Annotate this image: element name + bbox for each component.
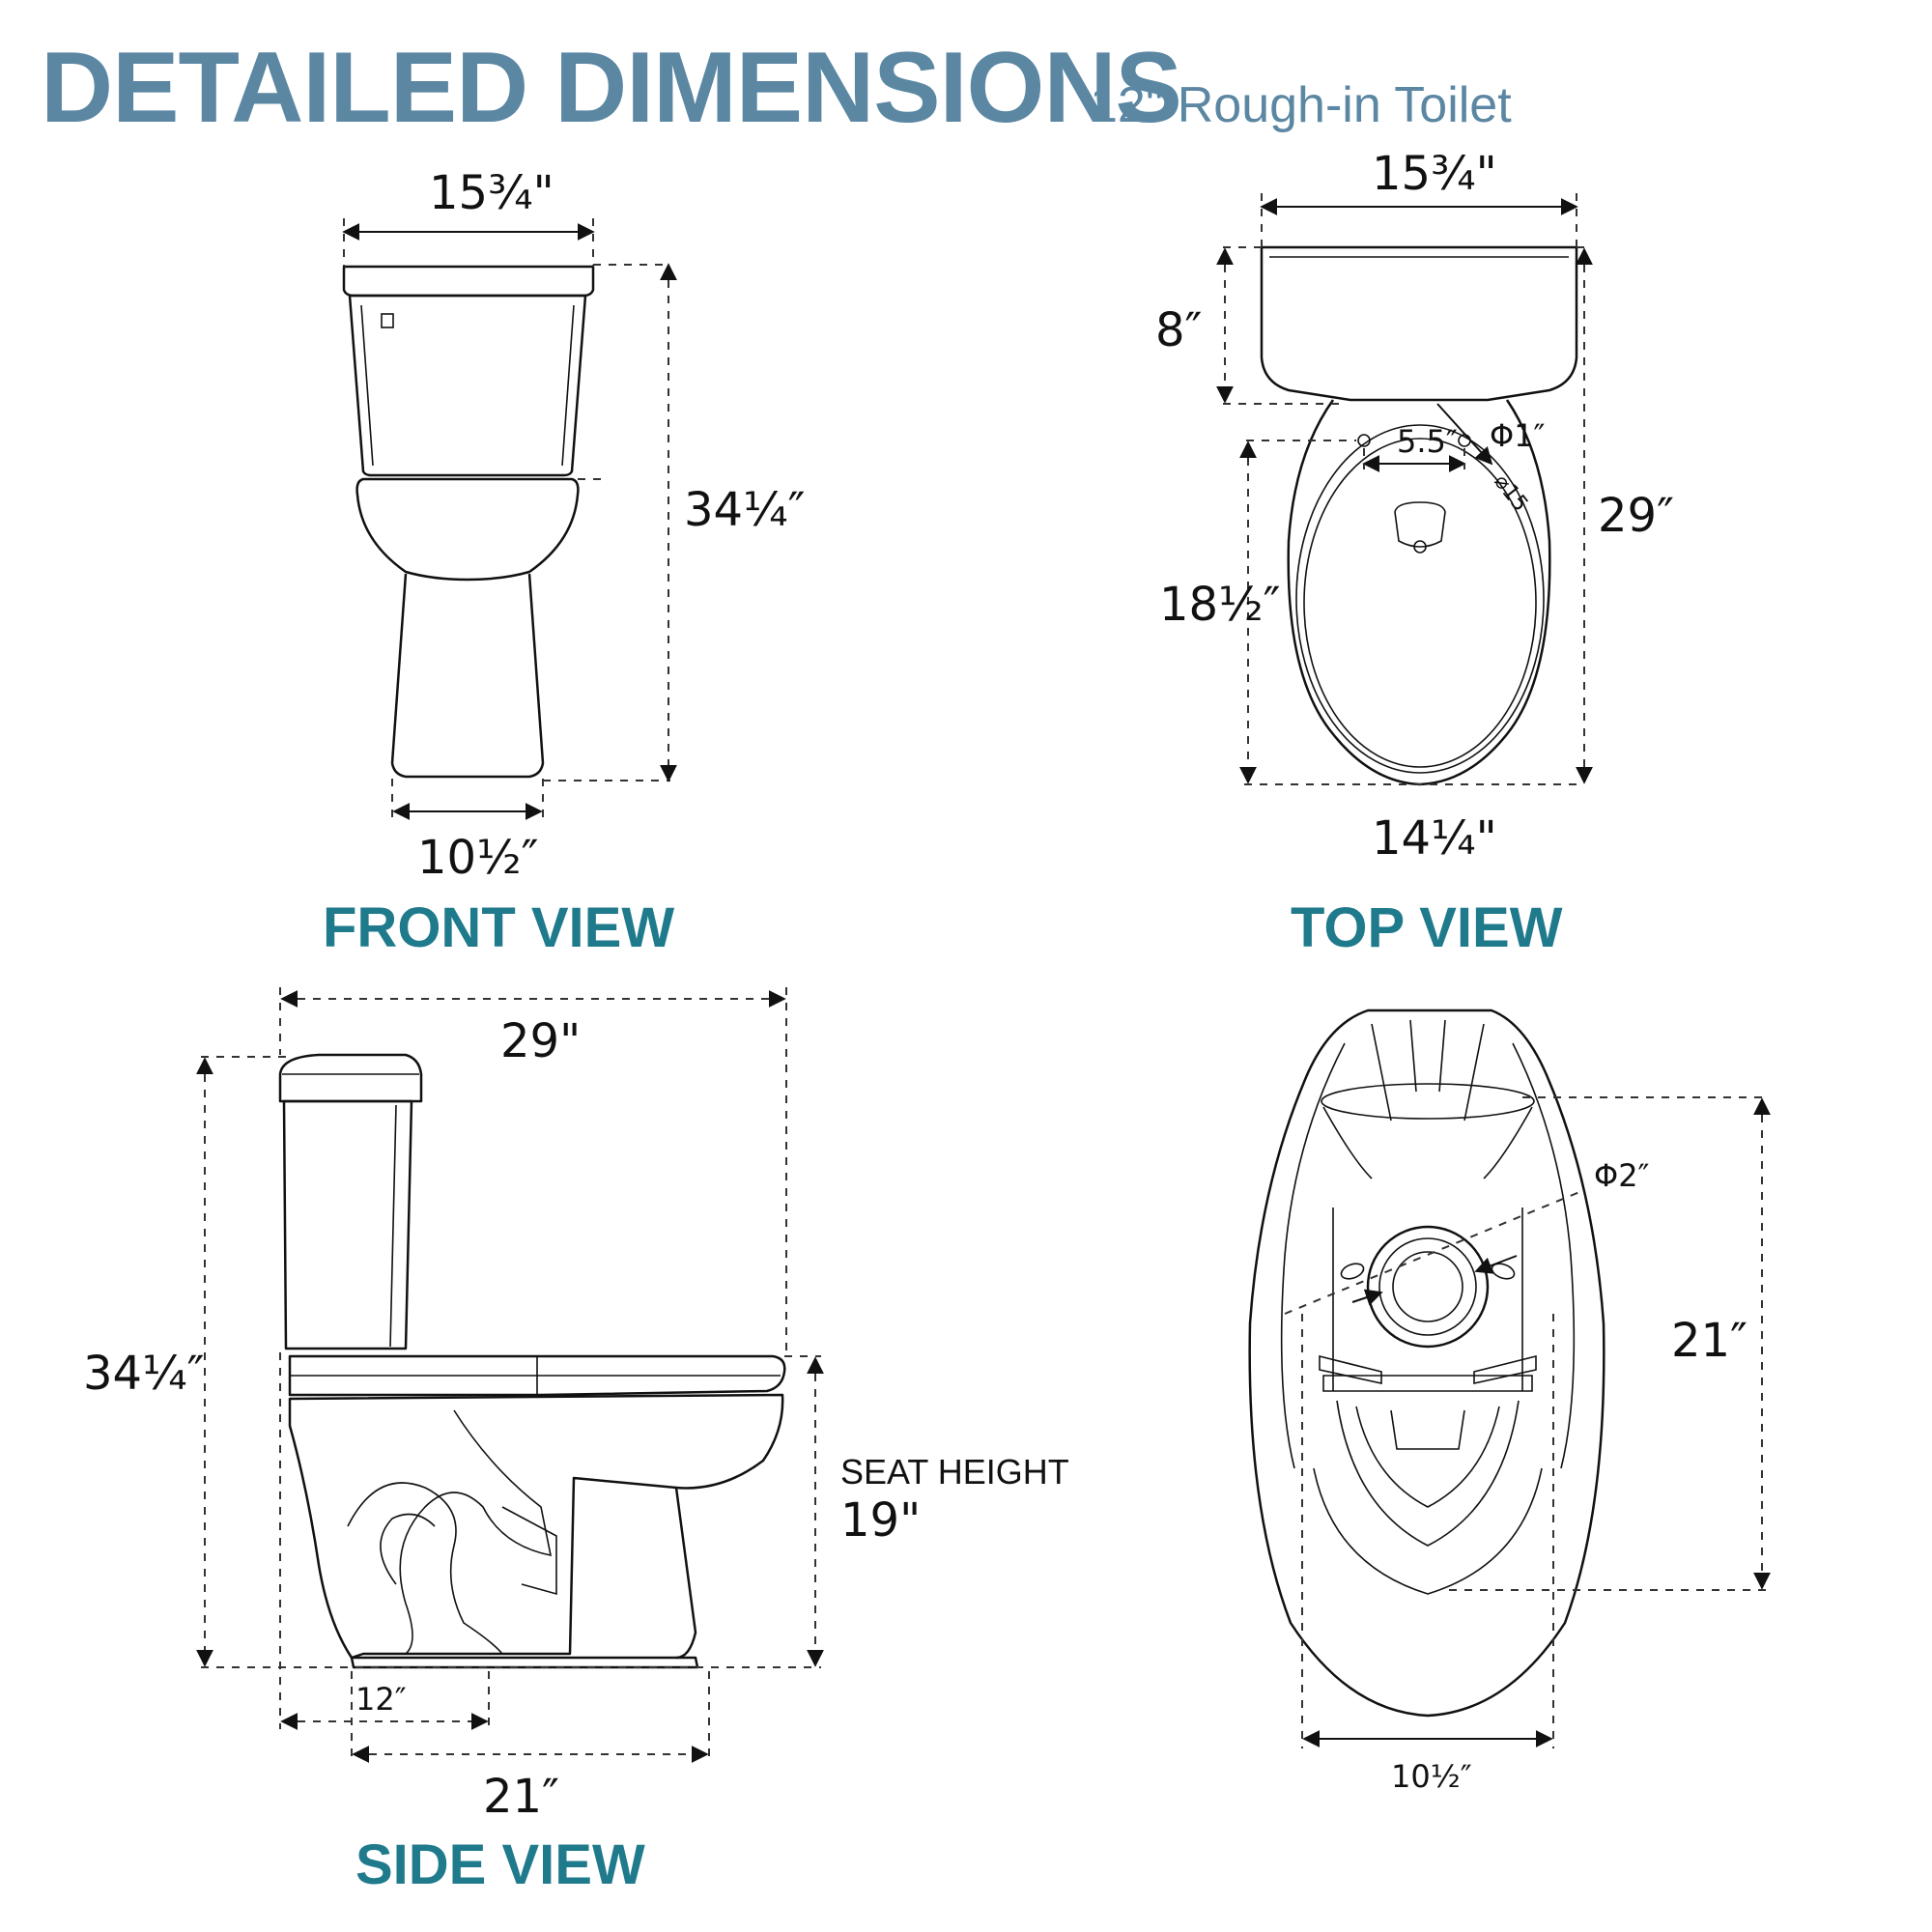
top-bowl-length-label: 18½″ [1159, 578, 1281, 632]
seat-height-caption: SEAT HEIGHT [840, 1452, 1069, 1492]
side-view: 29" 34¼″ SEAT HEIGHT 19" 12″ 21″ SIDE VI… [83, 987, 1069, 1896]
side-height-label: 34¼″ [83, 1347, 205, 1401]
side-rough-in-label: 12″ [355, 1681, 407, 1718]
bottom-outlet-diameter-label: Φ2″ [1594, 1157, 1650, 1194]
bottom-length-label: 21″ [1671, 1314, 1747, 1368]
side-total-length-label: 29" [500, 1014, 581, 1068]
top-bolt-spacing-label: 5.5″ [1397, 423, 1458, 460]
top-view: 5.5″ Φ1″ ⌀15 15¾" 8″ 18½″ 29″ 14¼" TOP V… [1155, 147, 1674, 959]
bottom-view: Φ2″ 21″ 10½″ [1248, 1009, 1771, 1795]
front-view: 15¾" 34¼″ 10½″ FRONT VIEW [323, 166, 806, 959]
front-top-width-label: 15¾" [429, 166, 554, 220]
top-total-length-label: 29″ [1598, 489, 1674, 543]
top-view-label: TOP VIEW [1291, 896, 1563, 959]
bottom-width-label: 10½″ [1391, 1758, 1472, 1795]
seat-height-label: 19" [840, 1493, 921, 1548]
page-subtitle: 12" Rough-in Toilet [1090, 77, 1512, 133]
front-view-label: FRONT VIEW [323, 896, 674, 959]
top-tank-depth-label: 8″ [1155, 303, 1202, 357]
top-bowl-width-label: 14¼" [1372, 811, 1497, 866]
front-base-width-label: 10½″ [417, 831, 539, 885]
top-width-label: 15¾" [1372, 147, 1497, 201]
side-view-label: SIDE VIEW [355, 1833, 645, 1896]
side-base-length-label: 21″ [483, 1770, 559, 1824]
page-title: DETAILED DIMENSIONS [41, 32, 1181, 144]
top-bolt-diameter-label: Φ1″ [1490, 417, 1546, 454]
front-height-label: 34¼″ [684, 483, 806, 537]
